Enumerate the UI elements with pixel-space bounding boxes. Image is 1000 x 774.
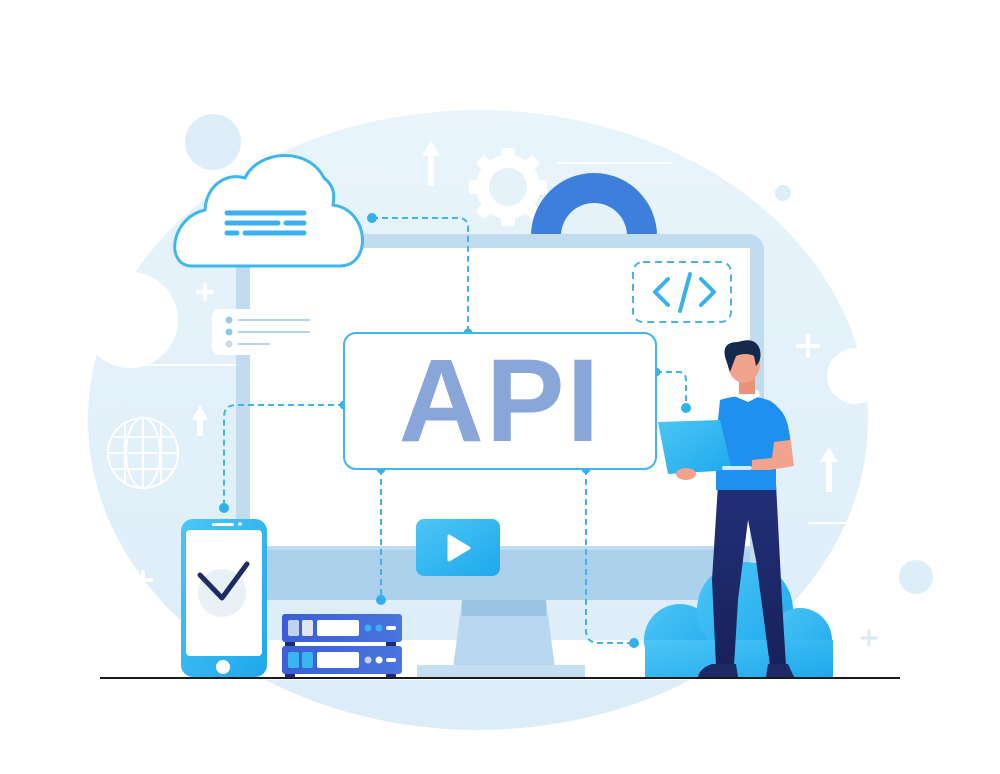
decorative-dots (82, 114, 933, 680)
gear-icon-blue (520, 173, 670, 248)
play-video-icon (416, 519, 500, 576)
connector-lines (223, 217, 687, 644)
person-with-laptop (658, 340, 794, 677)
cloud-icon (173, 154, 364, 268)
checkmark-icon (197, 561, 250, 601)
gear-icon-white (469, 148, 547, 226)
globe-icon (107, 417, 179, 489)
decorative-lines (130, 162, 870, 524)
list-card (212, 309, 310, 355)
up-arrow-icon (151, 140, 838, 648)
connector-dots (219, 213, 691, 648)
plus-icon-faint (860, 629, 878, 647)
server-rack (282, 614, 402, 678)
api-title: API (398, 335, 602, 467)
api-box (343, 332, 657, 470)
plus-icon (133, 283, 820, 590)
code-icon (632, 261, 732, 323)
smartphone (181, 519, 267, 677)
